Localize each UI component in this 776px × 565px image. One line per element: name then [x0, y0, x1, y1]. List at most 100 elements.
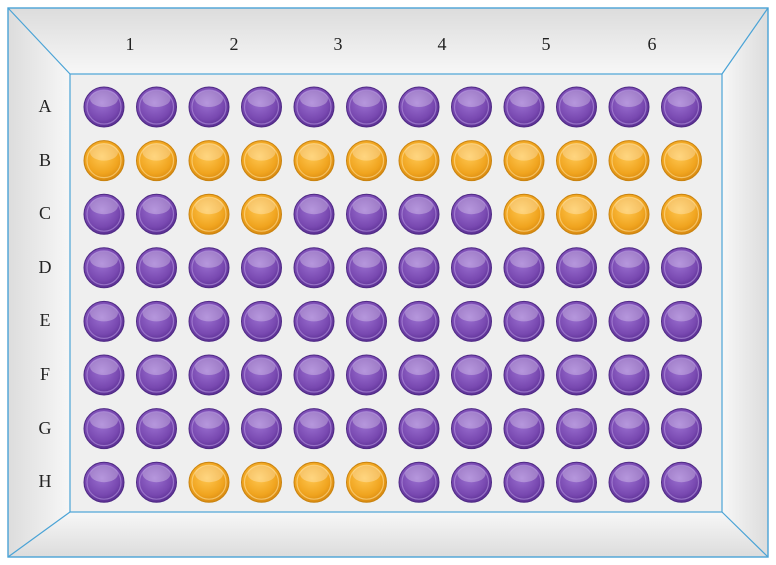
- row-label-A: A: [30, 96, 60, 117]
- well-A2: [137, 87, 177, 127]
- well-C6: [347, 194, 387, 234]
- well-A8: [452, 87, 492, 127]
- frame-right-bevel: [722, 8, 768, 557]
- well-H12: [662, 462, 702, 502]
- well-A10: [557, 87, 597, 127]
- well-E2: [137, 301, 177, 341]
- well-G6: [347, 409, 387, 449]
- row-label-D: D: [30, 257, 60, 278]
- well-H3: [189, 462, 229, 502]
- well-B1: [84, 141, 124, 181]
- well-C5: [294, 194, 334, 234]
- well-A6: [347, 87, 387, 127]
- well-A4: [242, 87, 282, 127]
- well-F6: [347, 355, 387, 395]
- row-label-H: H: [30, 471, 60, 492]
- well-D11: [609, 248, 649, 288]
- row-label-E: E: [30, 310, 60, 331]
- well-F3: [189, 355, 229, 395]
- well-F4: [242, 355, 282, 395]
- well-C2: [137, 194, 177, 234]
- well-H4: [242, 462, 282, 502]
- well-A11: [609, 87, 649, 127]
- well-B2: [137, 141, 177, 181]
- well-D2: [137, 248, 177, 288]
- well-D7: [399, 248, 439, 288]
- well-G10: [557, 409, 597, 449]
- well-F12: [662, 355, 702, 395]
- well-D12: [662, 248, 702, 288]
- well-G1: [84, 409, 124, 449]
- well-B8: [452, 141, 492, 181]
- well-H11: [609, 462, 649, 502]
- row-label-B: B: [30, 150, 60, 171]
- well-F7: [399, 355, 439, 395]
- well-F8: [452, 355, 492, 395]
- well-A1: [84, 87, 124, 127]
- well-H9: [504, 462, 544, 502]
- column-label-2: 2: [214, 34, 254, 55]
- well-A7: [399, 87, 439, 127]
- well-C4: [242, 194, 282, 234]
- well-H8: [452, 462, 492, 502]
- column-label-4: 4: [422, 34, 462, 55]
- well-F11: [609, 355, 649, 395]
- well-B12: [662, 141, 702, 181]
- well-H7: [399, 462, 439, 502]
- well-B9: [504, 141, 544, 181]
- well-H2: [137, 462, 177, 502]
- well-F5: [294, 355, 334, 395]
- column-label-6: 6: [632, 34, 672, 55]
- well-B11: [609, 141, 649, 181]
- well-E3: [189, 301, 229, 341]
- well-D4: [242, 248, 282, 288]
- well-D10: [557, 248, 597, 288]
- well-D8: [452, 248, 492, 288]
- row-label-C: C: [30, 203, 60, 224]
- well-B10: [557, 141, 597, 181]
- well-H10: [557, 462, 597, 502]
- well-E5: [294, 301, 334, 341]
- well-D3: [189, 248, 229, 288]
- well-C1: [84, 194, 124, 234]
- row-label-F: F: [30, 364, 60, 385]
- well-E1: [84, 301, 124, 341]
- well-D6: [347, 248, 387, 288]
- well-F1: [84, 355, 124, 395]
- well-E12: [662, 301, 702, 341]
- well-E11: [609, 301, 649, 341]
- well-A5: [294, 87, 334, 127]
- well-C7: [399, 194, 439, 234]
- well-B6: [347, 141, 387, 181]
- well-E4: [242, 301, 282, 341]
- well-G3: [189, 409, 229, 449]
- well-C12: [662, 194, 702, 234]
- well-H1: [84, 462, 124, 502]
- well-G11: [609, 409, 649, 449]
- well-G5: [294, 409, 334, 449]
- well-G2: [137, 409, 177, 449]
- well-G4: [242, 409, 282, 449]
- well-F9: [504, 355, 544, 395]
- column-label-5: 5: [526, 34, 566, 55]
- well-F10: [557, 355, 597, 395]
- well-G8: [452, 409, 492, 449]
- well-H5: [294, 462, 334, 502]
- row-label-G: G: [30, 418, 60, 439]
- well-B7: [399, 141, 439, 181]
- well-D5: [294, 248, 334, 288]
- well-D1: [84, 248, 124, 288]
- well-E9: [504, 301, 544, 341]
- well-A9: [504, 87, 544, 127]
- well-D9: [504, 248, 544, 288]
- well-G12: [662, 409, 702, 449]
- well-E7: [399, 301, 439, 341]
- well-B5: [294, 141, 334, 181]
- well-E10: [557, 301, 597, 341]
- well-C10: [557, 194, 597, 234]
- well-C8: [452, 194, 492, 234]
- well-B4: [242, 141, 282, 181]
- well-E6: [347, 301, 387, 341]
- well-A12: [662, 87, 702, 127]
